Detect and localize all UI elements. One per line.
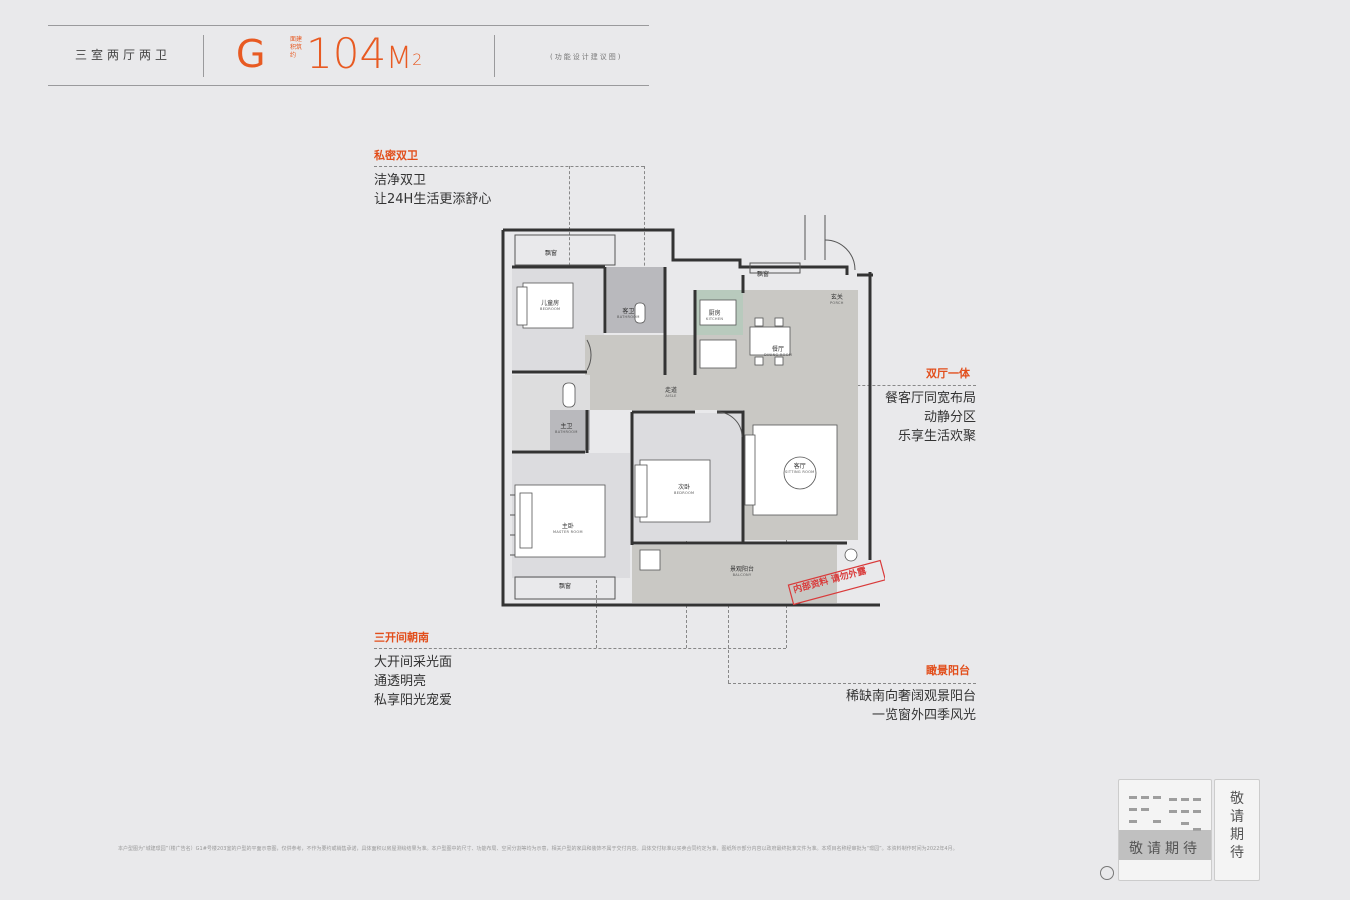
callout-living-text: 餐客厅同宽布局 动静分区 乐享生活欢聚 xyxy=(884,391,976,444)
south-leader xyxy=(374,648,786,649)
bay-window-kitchen-label: 飘窗 xyxy=(757,271,770,278)
dining-name: 餐厅 xyxy=(772,346,785,353)
callout-balcony-title: 瞰景阳台 xyxy=(926,664,970,677)
thumbnail-overlay xyxy=(1119,830,1211,860)
master-bath-en: BATHROOM xyxy=(555,430,578,434)
living-room-en: SITTING ROOM xyxy=(785,470,815,474)
master-bath-name: 主卫 xyxy=(560,423,573,430)
kids-room-name: 儿童房 xyxy=(541,300,560,307)
second-bedroom-en: BEDROOM xyxy=(674,491,695,495)
guest-bath-name: 客卫 xyxy=(622,308,635,315)
porch-name: 玄关 xyxy=(830,294,843,301)
bay-window-top-label: 飘窗 xyxy=(545,250,558,257)
callout-bathroom-text: 洁净双卫 让24H生活更添舒心 xyxy=(374,173,492,207)
balcony-en: BALCONY xyxy=(732,573,752,577)
header-divider-right xyxy=(494,35,495,77)
area-description: 面建积筑约 xyxy=(290,36,303,59)
guest-bath-en: BATHROOM xyxy=(617,315,640,319)
header-top-rule xyxy=(48,25,649,26)
furniture xyxy=(514,282,858,571)
north-arrow-icon xyxy=(1100,866,1114,880)
kitchen-en: KITCHEN xyxy=(706,317,724,321)
walls xyxy=(501,228,880,607)
living-leader xyxy=(812,385,976,386)
living-room-name: 客厅 xyxy=(793,463,806,470)
aisle-name: 走道 xyxy=(665,387,678,394)
balcony-leader-h xyxy=(728,683,976,684)
footnote: 本户型图为“城建璟园”（楼广告名）G1#号楼203室的户型的平面示意图，仅供参考… xyxy=(118,846,958,852)
callout-bathroom-title: 私密双卫 xyxy=(374,149,418,162)
second-bedroom-name: 次卧 xyxy=(678,484,691,491)
kids-room-en: BEDROOM xyxy=(540,307,561,311)
callout-balcony-text: 稀缺南向奢阔观景阳台 一览窗外四季风光 xyxy=(845,689,976,723)
callout-south-text: 大开间采光面 通透明亮 私享阳光宠爱 xyxy=(374,655,453,708)
site-plan-sketch xyxy=(1129,796,1201,831)
unit-letter: G xyxy=(236,32,267,76)
bay-window-bottom-label: 飘窗 xyxy=(559,583,572,590)
side-thumbnail: 敬 请 期 待 xyxy=(1214,779,1260,881)
header-divider-left xyxy=(203,35,204,77)
floor-plan xyxy=(501,215,885,607)
balcony-leader-v xyxy=(728,580,729,683)
porch-en: PORCH xyxy=(830,301,844,305)
dining-en: DINING ROOM xyxy=(764,353,793,357)
kitchen-name: 厨房 xyxy=(708,310,721,317)
south-leader-v1 xyxy=(596,540,597,648)
thumbnail-caption: 敬请期待 xyxy=(1129,841,1201,857)
area-unit-sup: 2 xyxy=(412,50,423,69)
callout-south-title: 三开间朝南 xyxy=(374,631,429,644)
balcony-name: 景观阳台 xyxy=(730,566,755,573)
master-room-name: 主卧 xyxy=(561,523,574,530)
unit-area: 104M2 xyxy=(306,30,422,83)
header-note: (功能设计建议图) xyxy=(550,53,623,61)
callout-living-title: 双厅一体 xyxy=(926,367,970,380)
confidential-stamp xyxy=(787,559,885,606)
header-bottom-rule xyxy=(48,85,649,86)
site-plan-thumbnail: 敬请期待 xyxy=(1118,779,1212,881)
area-unit: M xyxy=(386,41,413,76)
master-room-en: MASTER ROOM xyxy=(553,530,583,534)
callout-bathroom-underline xyxy=(374,166,644,167)
aisle-en: AISLE xyxy=(665,394,677,398)
side-thumbnail-label: 敬 请 期 待 xyxy=(1230,791,1244,861)
area-number: 104 xyxy=(306,29,387,78)
layout-type: 三室两厅两卫 xyxy=(75,48,172,62)
